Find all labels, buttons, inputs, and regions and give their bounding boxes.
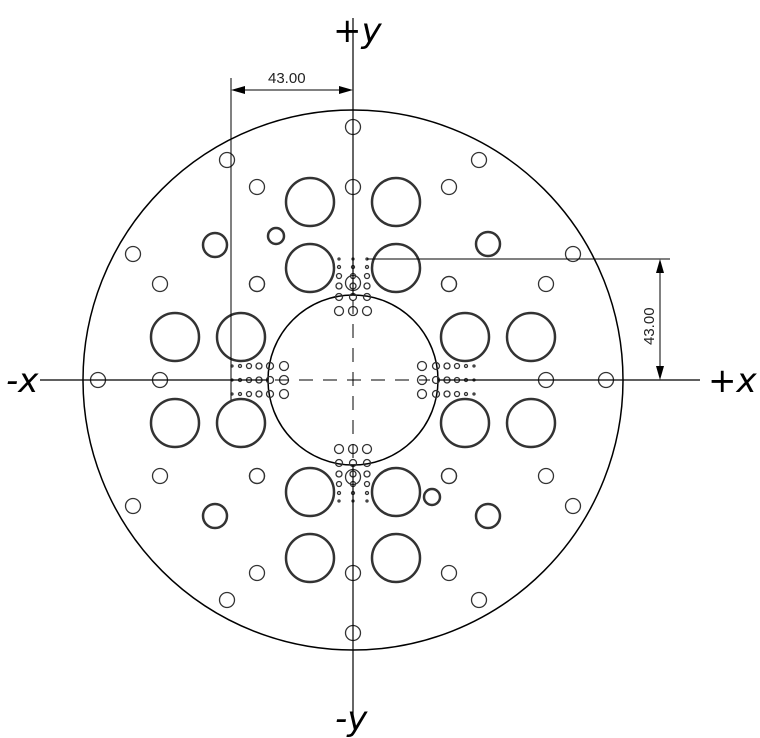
dot-grid-hole [334, 458, 344, 468]
dimension-horizontal-label: 43.00 [268, 70, 306, 87]
large-hole [215, 311, 267, 363]
large-hole [215, 397, 267, 449]
dot-grid-hole [361, 305, 373, 317]
axis-label-plus-x: +x [708, 361, 757, 401]
dimension-arrow [339, 86, 353, 94]
dot-grid-hole [333, 443, 345, 455]
axis-label-plus-y: +y [333, 11, 382, 51]
large-hole [284, 532, 336, 584]
ring-hole [440, 564, 458, 582]
large-hole [284, 466, 336, 518]
ring-hole [124, 245, 142, 263]
dot-grid-hole [245, 390, 253, 398]
ring-hole [537, 275, 555, 293]
dot-grid-hole [453, 362, 461, 370]
ring-hole [218, 151, 236, 169]
ring-hole [248, 467, 266, 485]
dot-grid-hole [278, 360, 290, 372]
dimension-arrow [656, 366, 664, 380]
ring-hole [151, 467, 169, 485]
ring-hole [218, 591, 236, 609]
dot-grid-hole [443, 390, 451, 398]
dot-grid-hole [431, 361, 441, 371]
mounting-hole [201, 502, 229, 530]
large-hole [505, 397, 557, 449]
dot-grid-hole [237, 391, 243, 397]
large-hole [505, 311, 557, 363]
dot-grid-hole [362, 458, 372, 468]
dot-grid-hole [335, 272, 343, 280]
dot-grid-hole [265, 361, 275, 371]
dot-grid-hole [365, 499, 369, 503]
dot-grid-hole [334, 292, 344, 302]
large-hole [439, 311, 491, 363]
dot-grid-hole [364, 264, 370, 270]
large-hole [439, 397, 491, 449]
ring-hole [564, 497, 582, 515]
ring-hole [470, 151, 488, 169]
dimension-arrow [656, 259, 664, 273]
dot-grid-hole [431, 389, 441, 399]
ring-hole [470, 591, 488, 609]
ring-hole [248, 564, 266, 582]
dot-grid-hole [255, 390, 263, 398]
dot-grid-hole [363, 480, 371, 488]
dot-grid-hole [337, 257, 341, 261]
dot-grid-hole [278, 388, 290, 400]
dot-grid-hole [463, 363, 469, 369]
ring-hole [564, 245, 582, 263]
dimension-arrow [231, 86, 245, 94]
dot-grid-hole [363, 470, 371, 478]
dot-grid-hole [255, 362, 263, 370]
plate-geometry [40, 18, 700, 720]
axis-label-minus-y: -y [335, 699, 368, 738]
dot-grid-hole [453, 390, 461, 398]
mounting-hole [422, 487, 442, 507]
large-hole [284, 176, 336, 228]
axis-label-minus-x: -x [6, 361, 39, 401]
dimension-vertical-label: 43.00 [641, 307, 658, 345]
dot-grid-hole [245, 362, 253, 370]
ring-hole [440, 275, 458, 293]
dot-grid-hole [336, 490, 342, 496]
dot-grid-hole [361, 443, 373, 455]
dot-grid-hole [333, 305, 345, 317]
large-hole [370, 242, 422, 294]
ring-hole [248, 275, 266, 293]
dot-grid-hole [335, 470, 343, 478]
dot-grid-hole [335, 282, 343, 290]
ring-hole [440, 467, 458, 485]
mounting-hole [474, 502, 502, 530]
dot-grid-hole [362, 292, 372, 302]
dot-grid-hole [335, 480, 343, 488]
mounting-hole [266, 226, 286, 246]
ring-hole [537, 467, 555, 485]
dot-grid-hole [336, 264, 342, 270]
dot-grid-hole [265, 389, 275, 399]
dot-grid-hole [472, 364, 476, 368]
large-hole [370, 466, 422, 518]
large-hole [284, 242, 336, 294]
dot-grid-hole [237, 363, 243, 369]
mounting-hole [474, 230, 502, 258]
large-hole [370, 176, 422, 228]
ring-hole [440, 178, 458, 196]
mounting-hole [201, 231, 229, 259]
dot-grid-hole [416, 360, 428, 372]
dot-grid-hole [443, 362, 451, 370]
dot-grid-hole [363, 282, 371, 290]
large-hole [149, 397, 201, 449]
dot-grid-hole [416, 388, 428, 400]
large-hole [149, 311, 201, 363]
dot-grid-hole [463, 391, 469, 397]
dot-grid-hole [363, 272, 371, 280]
dot-grid-hole [337, 499, 341, 503]
ring-hole [248, 178, 266, 196]
dot-grid-hole [472, 392, 476, 396]
ring-hole [124, 497, 142, 515]
ring-hole [151, 275, 169, 293]
large-hole [370, 532, 422, 584]
dot-grid-hole [364, 490, 370, 496]
